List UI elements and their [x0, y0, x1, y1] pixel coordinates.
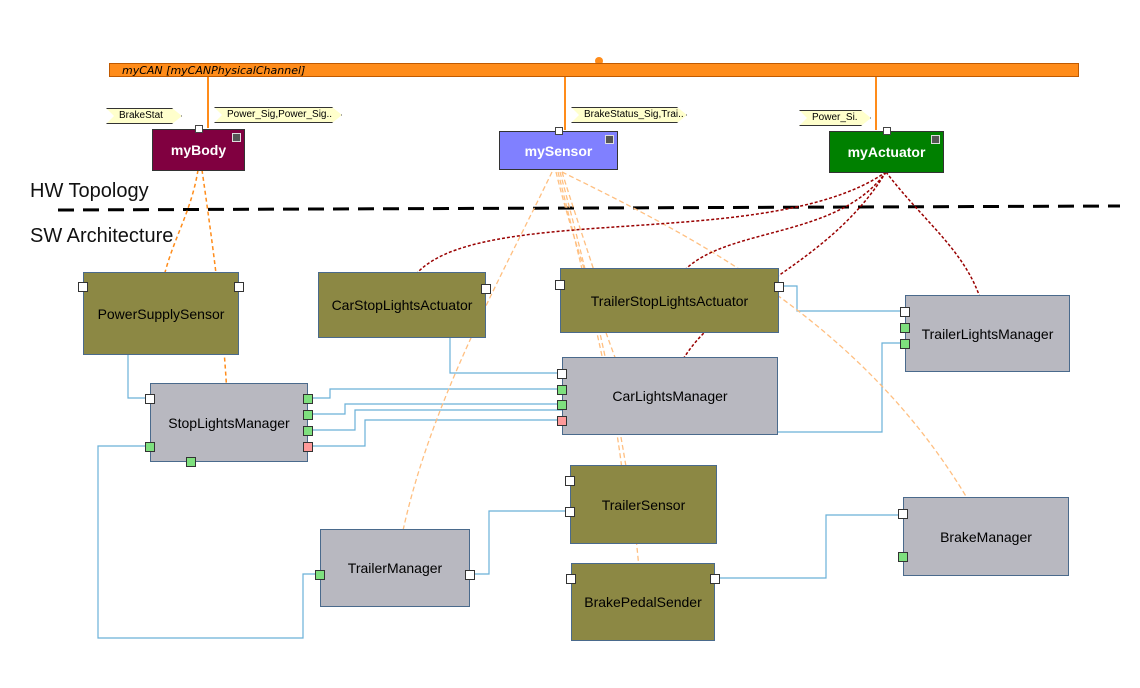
signal-flag-label: BrakeStat — [119, 110, 163, 121]
component-label: BrakeManager — [940, 528, 1032, 545]
port-icon — [315, 570, 325, 580]
port-icon — [481, 284, 491, 294]
signal-flag-label: Power_Sig,Power_Sig.. — [227, 109, 333, 120]
component-label: PowerSupplySensor — [97, 305, 225, 322]
port-icon — [78, 282, 88, 292]
port-icon — [303, 426, 313, 436]
port-icon — [898, 509, 908, 519]
signal-flag-power-si[interactable]: Power_Si. — [799, 110, 871, 126]
component-label: TrailerLightsManager — [921, 325, 1054, 342]
ecu-port — [194, 125, 203, 133]
port-icon — [555, 280, 565, 290]
signal-flag-power-sig[interactable]: Power_Sig,Power_Sig.. — [214, 107, 342, 123]
conn-clm-tlm — [778, 342, 905, 433]
conn-pss-slm — [127, 355, 150, 399]
port-icon — [557, 369, 567, 379]
component-trailer-sensor[interactable]: TrailerSensor — [565, 465, 717, 544]
port-icon — [145, 394, 155, 404]
port-icon — [234, 282, 244, 292]
port-icon — [303, 394, 313, 404]
port-icon — [557, 385, 567, 395]
signal-flag-label: Power_Si. — [812, 112, 858, 123]
ecu-port — [882, 127, 891, 135]
conn-csla-clm — [449, 338, 562, 374]
map-sensor-ts — [557, 171, 626, 503]
ecu-expand-icon — [931, 135, 940, 144]
conn-bps-bm — [715, 514, 903, 579]
sw-connectors — [97, 285, 905, 639]
port-icon — [900, 323, 910, 333]
section-hw-topology: HW Topology — [30, 180, 149, 202]
can-bus[interactable] — [109, 63, 1079, 77]
port-icon — [900, 339, 910, 349]
ecu-label: mySensor — [524, 142, 593, 159]
port-icon — [303, 442, 313, 452]
component-stop-lights-manager[interactable]: StopLightsManager — [145, 383, 313, 467]
port-icon — [557, 400, 567, 410]
ecu-label: myBody — [170, 142, 227, 158]
component-car-lights-manager[interactable]: CarLightsManager — [557, 357, 778, 435]
map-sensor-bps — [559, 171, 642, 599]
conn-tsla-tlm — [779, 285, 905, 312]
can-bus-label: myCAN [myCANPhysicalChannel] — [122, 64, 306, 77]
conn-slm-clm-3 — [308, 409, 562, 431]
signal-flag-brakestat[interactable]: BrakeStat — [106, 108, 182, 124]
conn-slm-clm-2 — [308, 403, 562, 415]
port-icon — [566, 574, 576, 584]
component-label: CarStopLightsActuator — [331, 297, 473, 313]
component-label: BrakePedalSender — [584, 594, 702, 610]
component-power-supply-sensor[interactable]: PowerSupplySensor — [78, 272, 244, 355]
component-label: TrailerManager — [347, 560, 443, 576]
ecu-myactuator[interactable]: myActuator — [829, 127, 944, 173]
port-icon — [565, 476, 575, 486]
map-sensor-bm — [561, 171, 986, 531]
component-label: StopLightsManager — [168, 414, 290, 431]
component-brake-pedal-sender[interactable]: BrakePedalSender — [566, 563, 720, 641]
map-act-csla — [403, 171, 887, 301]
port-icon — [565, 507, 575, 517]
conn-slm-clm-1 — [308, 388, 562, 399]
port-icon — [774, 282, 784, 292]
component-trailer-manager[interactable]: TrailerManager — [315, 529, 475, 607]
port-icon — [145, 442, 155, 452]
component-label: TrailerStopLightsActuator — [590, 292, 749, 309]
port-icon — [303, 410, 313, 420]
map-sensor-tm — [396, 171, 553, 563]
signal-flag-label: BrakeStatus_Sig,Trai.. — [584, 109, 684, 120]
section-sw-architecture: SW Architecture — [30, 225, 174, 247]
signal-flag-brakestatus[interactable]: BrakeStatus_Sig,Trai.. — [571, 107, 687, 123]
component-trailer-stop-lights-actuator[interactable]: TrailerStopLightsActuator — [555, 268, 784, 333]
hw-sw-divider — [57, 204, 1121, 212]
conn-slm-clm-4 — [308, 419, 562, 447]
ecu-mysensor[interactable]: mySensor — [499, 127, 618, 170]
component-label: CarLightsManager — [612, 388, 728, 404]
ecu-label: myActuator — [847, 144, 926, 160]
component-brake-manager[interactable]: BrakeManager — [898, 497, 1069, 576]
port-icon — [557, 416, 567, 426]
component-car-stop-lights-actuator[interactable]: CarStopLightsActuator — [318, 272, 491, 338]
ecu-expand-icon — [605, 135, 614, 144]
ecu-port — [554, 127, 563, 135]
port-icon — [710, 574, 720, 584]
port-icon — [186, 457, 196, 467]
ecu-expand-icon — [232, 133, 241, 142]
port-icon — [898, 552, 908, 562]
component-trailer-lights-manager[interactable]: TrailerLightsManager — [900, 295, 1070, 372]
conn-tm-ts — [475, 510, 570, 575]
ecu-mybody[interactable]: myBody — [152, 125, 245, 171]
port-icon — [900, 307, 910, 317]
conn-slm-tm — [97, 445, 315, 639]
port-icon — [465, 570, 475, 580]
component-label: TrailerSensor — [601, 496, 686, 513]
